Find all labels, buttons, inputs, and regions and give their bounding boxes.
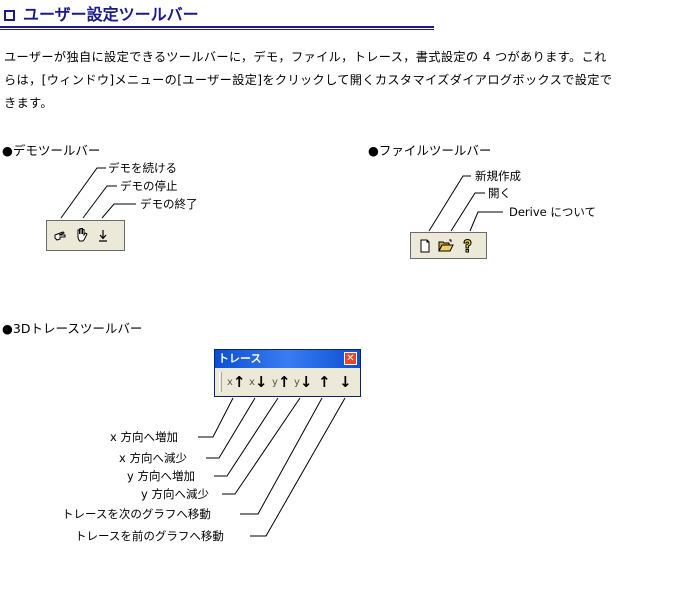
up-arrow-icon: ↑ bbox=[318, 373, 331, 391]
trace-y-increase-button[interactable]: y↑ bbox=[272, 373, 291, 391]
demo-toolbar-title: ●デモツールバー bbox=[2, 143, 101, 158]
file-label-open: 開く bbox=[488, 186, 511, 200]
trace-toolbar-body: x↑ x↓ y↑ y↓ ↑ ↓ bbox=[215, 368, 360, 396]
intro-paragraph: ユーザーが独自に設定できるツールバーに，デモ，ファイル，トレース，書式設定の 4… bbox=[4, 46, 690, 115]
trace-x-increase-button[interactable]: x↑ bbox=[227, 373, 246, 391]
demo-toolbar bbox=[46, 220, 125, 251]
toolbar-grip-handle[interactable] bbox=[219, 372, 222, 392]
trace-toolbar-title: ●3Dトレースツールバー bbox=[2, 321, 143, 336]
leader-trace-4 bbox=[222, 397, 301, 495]
file-label-help: Derive について bbox=[509, 205, 597, 219]
trace-label-prev-graph: トレースを前のグラフへ移動 bbox=[75, 529, 224, 543]
leader-file-help bbox=[469, 211, 503, 232]
open-hand-icon[interactable] bbox=[73, 226, 91, 244]
demo-label-end: デモの終了 bbox=[140, 197, 198, 211]
trace-label-y-decrease: y 方向へ減少 bbox=[141, 487, 209, 501]
leader-trace-5 bbox=[240, 397, 323, 515]
trace-window-title: トレース bbox=[218, 352, 262, 365]
pointing-hand-icon[interactable] bbox=[52, 227, 70, 245]
leader-demo-end bbox=[101, 203, 136, 219]
down-arrow-icon: ↓ bbox=[299, 373, 313, 391]
intro-line: ユーザーが独自に設定できるツールバーに，デモ，ファイル，トレース，書式設定の 4… bbox=[4, 50, 607, 64]
leader-demo-continue bbox=[60, 167, 106, 219]
new-document-icon[interactable] bbox=[416, 237, 434, 255]
leader-trace-1 bbox=[198, 397, 234, 438]
trace-y-decrease-button[interactable]: y↓ bbox=[294, 373, 313, 391]
trace-prev-graph-button[interactable]: ↓ bbox=[339, 373, 352, 391]
page-title: ユーザー設定ツールバー bbox=[4, 4, 432, 26]
title-underline bbox=[0, 26, 434, 28]
trace-x-decrease-button[interactable]: x↓ bbox=[249, 373, 268, 391]
leader-file-new bbox=[428, 175, 471, 232]
trace-label-next-graph: トレースを次のグラフへ移動 bbox=[62, 507, 211, 521]
file-toolbar-title: ●ファイルツールバー bbox=[368, 143, 492, 158]
leader-trace-3 bbox=[214, 397, 279, 477]
down-arrow-bar-icon[interactable] bbox=[94, 227, 112, 245]
trace-toolbar-window: トレース ✕ x↑ x↓ y↑ y↓ ↑ ↓ bbox=[214, 349, 361, 397]
intro-line: らは，[ウィンドウ]メニューの[ユーザー設定]をクリックして開くカスタマイズダイ… bbox=[4, 73, 613, 87]
demo-label-stop: デモの停止 bbox=[120, 179, 178, 193]
up-arrow-icon: ↑ bbox=[232, 373, 246, 391]
checkbox-square-icon bbox=[4, 10, 15, 21]
trace-window-titlebar[interactable]: トレース bbox=[215, 350, 360, 368]
down-arrow-icon: ↓ bbox=[339, 373, 352, 391]
close-icon[interactable]: ✕ bbox=[344, 352, 357, 365]
intro-line: きます。 bbox=[4, 96, 53, 110]
trace-next-graph-button[interactable]: ↑ bbox=[318, 373, 331, 391]
file-label-new: 新規作成 bbox=[475, 169, 521, 183]
leader-trace-2 bbox=[206, 397, 256, 459]
file-toolbar bbox=[410, 232, 487, 259]
trace-label-x-decrease: x 方向へ減少 bbox=[119, 451, 187, 465]
leader-demo-stop bbox=[82, 185, 117, 219]
trace-label-y-increase: y 方向へ増加 bbox=[127, 469, 195, 483]
title-underline-thin bbox=[0, 29, 434, 30]
leader-file-open bbox=[450, 192, 485, 232]
leader-trace-6 bbox=[250, 397, 346, 537]
help-question-icon[interactable] bbox=[458, 237, 476, 255]
trace-label-x-increase: x 方向へ増加 bbox=[110, 430, 178, 444]
open-folder-icon[interactable] bbox=[437, 237, 455, 255]
up-arrow-icon: ↑ bbox=[277, 373, 291, 391]
demo-label-continue: デモを続ける bbox=[108, 161, 177, 175]
page-title-text: ユーザー設定ツールバー bbox=[23, 5, 199, 24]
down-arrow-icon: ↓ bbox=[254, 373, 268, 391]
